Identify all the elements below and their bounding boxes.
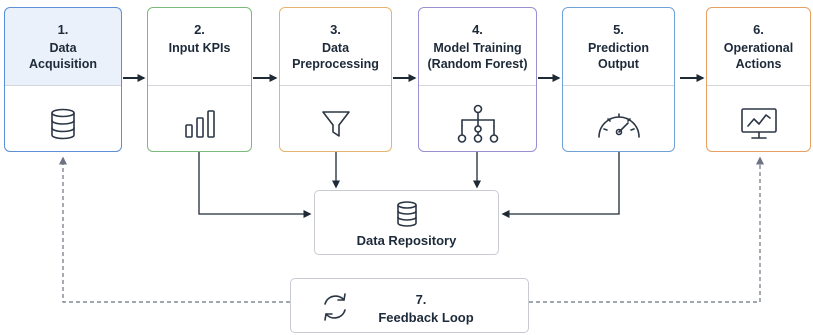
step-title: Operational Actions [711, 40, 806, 72]
database-icon [315, 201, 498, 227]
feedback-dashed-line-left [59, 156, 290, 303]
funnel-icon [280, 104, 391, 144]
step-header: 4. Model Training (Random Forest) [419, 8, 536, 86]
arrow-step5-to-repository [501, 152, 620, 218]
step-title-line1: Data [49, 41, 77, 55]
step-header: 5. Prediction Output [563, 8, 674, 86]
step-title-line2: Preprocessing [292, 57, 379, 71]
step-number: 3. [330, 22, 341, 37]
feedback-loop-box: 7. Feedback Loop [290, 278, 529, 333]
step-title: Data Preprocessing [284, 40, 387, 72]
step-number: 6. [753, 22, 764, 37]
step-title-line2: Output [598, 57, 639, 71]
step-prediction-output: 5. Prediction Output [562, 7, 675, 152]
step-title: Data Acquisition [9, 40, 117, 72]
gauge-icon [563, 104, 674, 144]
step-number: 5. [613, 22, 624, 37]
step-title-line1: Input KPIs [168, 41, 231, 55]
step-title-line1: Data [321, 41, 350, 55]
step-header: 3. Data Preprocessing [280, 8, 391, 86]
step-data-preprocessing: 3. Data Preprocessing [279, 7, 392, 152]
bar-chart-icon [148, 104, 251, 144]
step-header: 1. Data Acquisition [5, 8, 121, 86]
database-icon [5, 104, 121, 144]
step-title-line2: (Random Forest) [427, 57, 528, 71]
repository-label: Data Repository [356, 233, 457, 248]
arrow-step2-to-repository [198, 152, 312, 218]
feedback-number: 7. [415, 292, 427, 307]
step-number: 2. [194, 22, 205, 37]
step-title-line1: Prediction [587, 41, 650, 55]
step-title: Prediction Output [567, 40, 670, 72]
step-operational-actions: 6. Operational Actions [706, 7, 811, 152]
tree-hierarchy-icon [419, 104, 536, 144]
step-input-kpis: 2. Input KPIs [147, 7, 252, 152]
step-title-line2: Acquisition [28, 57, 98, 71]
step-title: Input KPIs [152, 40, 247, 56]
step-header: 6. Operational Actions [707, 8, 810, 86]
step-title: Model Training (Random Forest) [423, 40, 532, 72]
step-model-training: 4. Model Training (Random Forest) [418, 7, 537, 152]
feedback-dashed-line-right [529, 156, 764, 303]
step-title-line1: Model Training [433, 41, 522, 55]
feedback-label: Feedback Loop [378, 310, 474, 325]
step-title-line2: Actions [735, 57, 782, 71]
step-data-acquisition: 1. Data Acquisition [4, 7, 122, 152]
step-number: 4. [472, 22, 483, 37]
refresh-cycle-icon [319, 292, 351, 322]
monitor-chart-icon [707, 104, 810, 144]
step-title-line1: Operational [723, 41, 794, 55]
step-header: 2. Input KPIs [148, 8, 251, 86]
step-number: 1. [57, 22, 69, 37]
data-repository-box: Data Repository [314, 190, 499, 255]
